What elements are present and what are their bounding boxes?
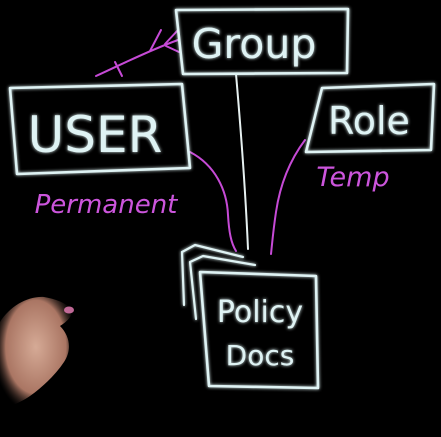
- policy-doc-sheet-middle: [188, 254, 257, 321]
- group-box: [174, 7, 350, 76]
- marker-tip: [64, 306, 74, 314]
- policy-doc-sheet-front: [198, 270, 320, 390]
- policy-label: Policy: [217, 295, 303, 330]
- connectors: [95, 29, 306, 255]
- presenter-hand: [0, 296, 74, 408]
- group-node: Group: [174, 7, 350, 76]
- docs-label: Docs: [226, 339, 295, 372]
- policy-doc-sheet-back: [180, 243, 245, 307]
- user-box: [8, 82, 192, 176]
- policy-docs-node: Policy Docs: [180, 243, 320, 390]
- role-node: Role: [304, 82, 436, 154]
- role-to-policy-connector: [270, 139, 306, 255]
- role-box: [304, 82, 436, 154]
- role-caption-temp: Temp: [316, 162, 389, 193]
- hand-shape: [0, 296, 72, 408]
- user-group-crows-foot: [95, 29, 180, 77]
- user-label: USER: [28, 106, 163, 164]
- group-label: Group: [192, 20, 317, 68]
- group-to-policy-connector: [235, 73, 249, 250]
- user-node: USER: [8, 82, 192, 176]
- user-to-policy-connector: [189, 151, 237, 252]
- role-label: Role: [328, 99, 410, 143]
- user-caption-permanent: Permanent: [35, 190, 179, 220]
